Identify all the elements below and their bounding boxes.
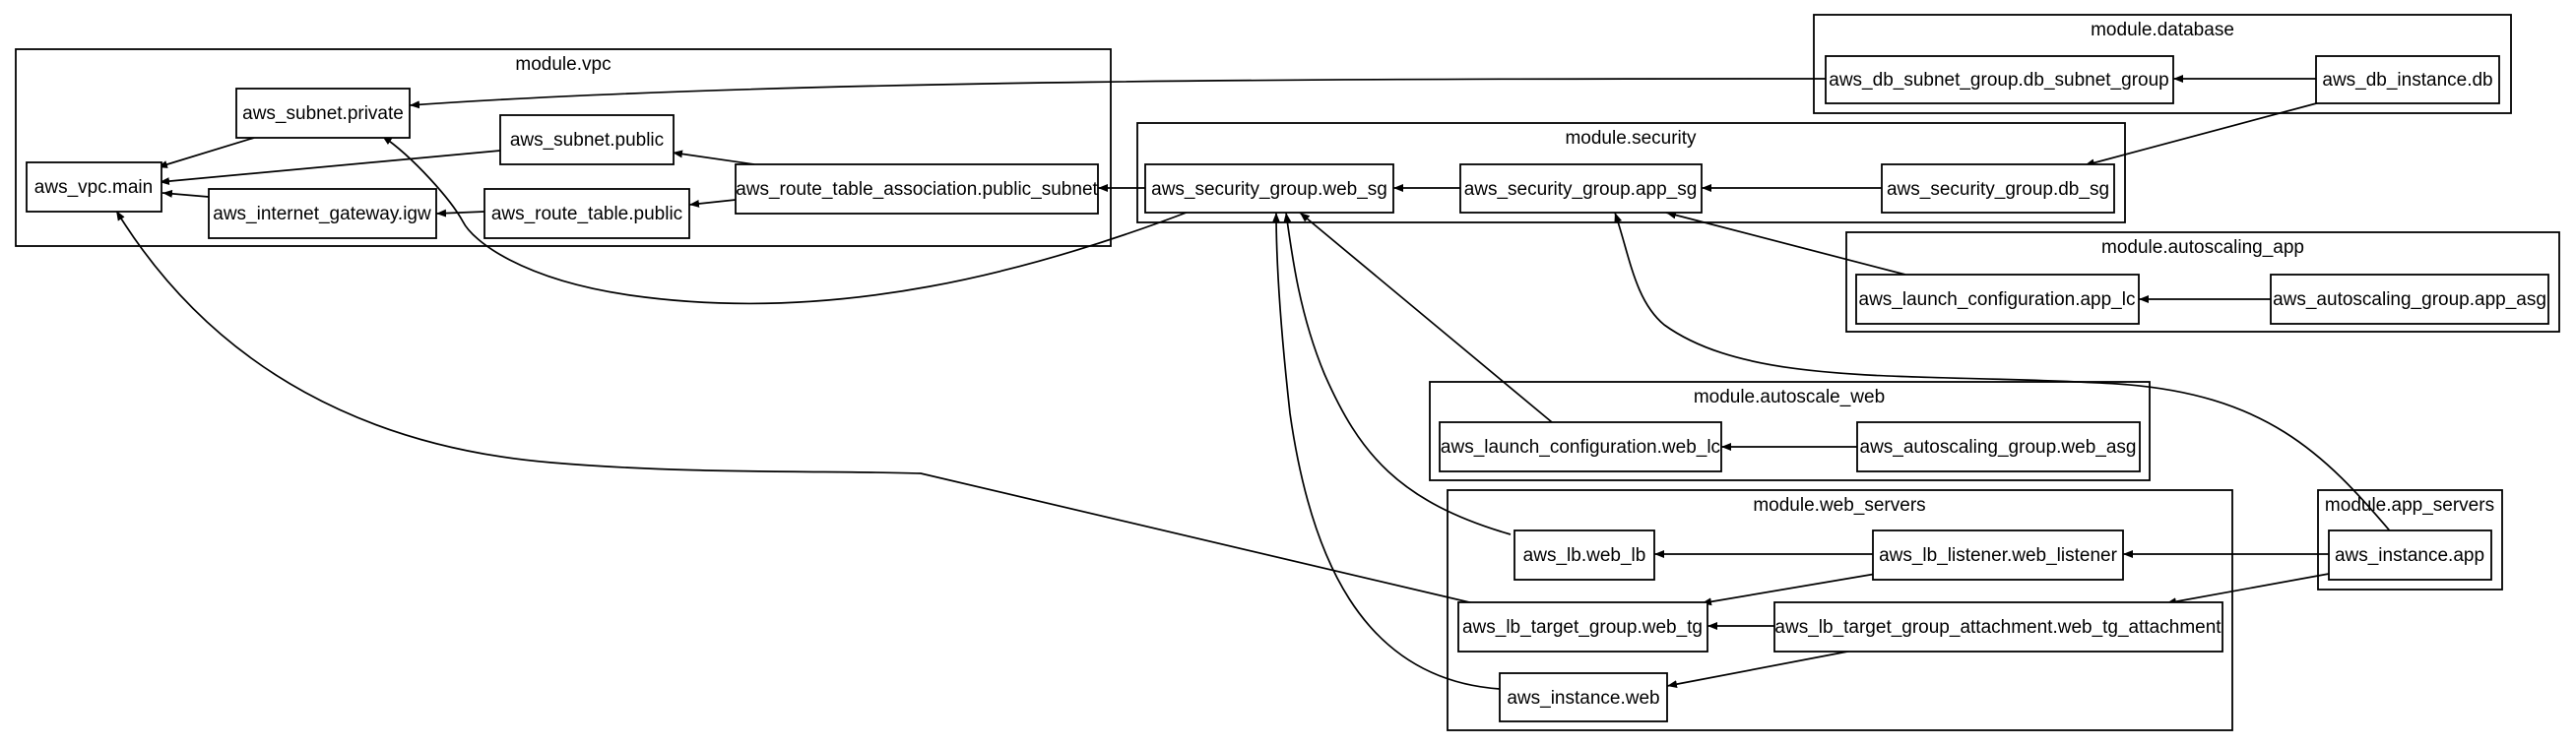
cluster-app-servers: module.app_servers xyxy=(2317,489,2503,591)
edge-db-instance-to-sg-db xyxy=(2084,100,2325,167)
node-label: aws_autoscaling_group.web_asg xyxy=(1860,437,2137,458)
node-autoscaling-group-app[interactable]: aws_autoscaling_group.app_asg xyxy=(2270,274,2549,325)
edge-rta-public-to-subnet-public xyxy=(672,150,755,165)
node-label: aws_instance.web xyxy=(1507,688,1659,709)
node-security-group-app[interactable]: aws_security_group.app_sg xyxy=(1459,163,1703,214)
node-label: aws_launch_configuration.web_lc xyxy=(1441,437,1720,458)
edge-lb-listener-to-lb-tg xyxy=(1701,573,1877,606)
node-label: aws_security_group.db_sg xyxy=(1887,179,2109,200)
cluster-database: module.database xyxy=(1813,14,2512,114)
node-internet-gateway[interactable]: aws_internet_gateway.igw xyxy=(208,188,437,239)
cluster-autoscaling-app: module.autoscaling_app xyxy=(1845,231,2560,333)
edge-subnet-public-to-vpc-main xyxy=(159,150,501,186)
edge-rt-public-to-igw xyxy=(435,209,485,218)
edges xyxy=(115,75,2394,690)
cluster-label-autoscale-web: module.autoscale_web xyxy=(1694,387,1885,407)
edge-lc-app-to-sg-app xyxy=(1665,211,1906,276)
node-autoscaling-group-web[interactable]: aws_autoscaling_group.web_asg xyxy=(1856,421,2141,472)
node-lb-target-group-attachment[interactable]: aws_lb_target_group_attachment.web_tg_at… xyxy=(1773,601,2223,653)
node-label: aws_db_subnet_group.db_subnet_group xyxy=(1829,70,2168,91)
node-db-subnet-group[interactable]: aws_db_subnet_group.db_subnet_group xyxy=(1825,55,2174,104)
node-label: aws_db_instance.db xyxy=(2322,70,2492,91)
node-instance-app[interactable]: aws_instance.app xyxy=(2328,529,2492,581)
cluster-autoscale-web: module.autoscale_web xyxy=(1429,381,2151,481)
cluster-vpc: module.vpc xyxy=(15,48,1112,247)
cluster-label-app-servers: module.app_servers xyxy=(2325,495,2494,516)
cluster-web-servers: module.web_servers xyxy=(1447,489,2233,731)
node-label: aws_lb_listener.web_listener xyxy=(1879,545,2118,566)
edge-sg-web-to-subnet-private xyxy=(381,135,1192,305)
node-label: aws_internet_gateway.igw xyxy=(213,204,431,224)
cluster-label-autoscaling-app: module.autoscaling_app xyxy=(2101,237,2304,258)
edge-instance-web-to-sg-web xyxy=(1272,212,1501,690)
node-route-table-association[interactable]: aws_route_table_association.public_subne… xyxy=(735,163,1099,215)
node-label: aws_subnet.private xyxy=(242,103,404,124)
node-label: aws_autoscaling_group.app_asg xyxy=(2273,289,2546,310)
nodes: aws_subnet.private aws_vpc.main aws_subn… xyxy=(26,55,2549,722)
node-label: aws_route_table.public xyxy=(491,204,682,224)
edge-tg-attach-to-instance-web xyxy=(1666,648,1864,689)
node-lb-web[interactable]: aws_lb.web_lb xyxy=(1513,529,1655,581)
node-db-instance[interactable]: aws_db_instance.db xyxy=(2315,55,2500,104)
edge-igw-to-vpc-main xyxy=(161,189,210,198)
node-subnet-private[interactable]: aws_subnet.private xyxy=(235,88,411,139)
edge-lb-tg-to-vpc-main xyxy=(115,210,1483,606)
node-label: aws_route_table_association.public_subne… xyxy=(736,179,1098,200)
node-label: aws_launch_configuration.app_lc xyxy=(1859,289,2136,310)
cluster-security: module.security xyxy=(1136,122,2126,223)
edge-subnet-private-to-vpc-main xyxy=(157,137,255,168)
node-launch-configuration-web[interactable]: aws_launch_configuration.web_lc xyxy=(1439,421,1722,472)
cluster-label-web-servers: module.web_servers xyxy=(1753,495,1925,516)
cluster-label-security: module.security xyxy=(1565,128,1697,149)
node-lb-listener[interactable]: aws_lb_listener.web_listener xyxy=(1872,529,2124,581)
edge-instance-app-to-sg-app xyxy=(1614,212,2394,535)
node-label: aws_lb_target_group_attachment.web_tg_at… xyxy=(1774,617,2222,638)
edge-db-subnet-group-to-subnet-private xyxy=(409,78,1827,109)
node-label: aws_instance.app xyxy=(2335,545,2484,566)
cluster-label-database: module.database xyxy=(2091,20,2234,40)
node-lb-target-group[interactable]: aws_lb_target_group.web_tg xyxy=(1457,601,1708,653)
node-route-table-public[interactable]: aws_route_table.public xyxy=(483,188,690,239)
cluster-label-vpc: module.vpc xyxy=(515,54,611,75)
edge-rta-public-to-rt-public xyxy=(688,199,737,208)
node-label: aws_lb.web_lb xyxy=(1523,545,1646,566)
node-security-group-db[interactable]: aws_security_group.db_sg xyxy=(1881,163,2115,214)
node-label: aws_lb_target_group.web_tg xyxy=(1462,617,1703,638)
edge-lc-web-to-sg-web xyxy=(1299,212,1553,423)
node-vpc-main[interactable]: aws_vpc.main xyxy=(26,161,162,213)
edge-instance-app-to-tg-attach xyxy=(2165,573,2330,606)
node-label: aws_security_group.app_sg xyxy=(1464,179,1698,200)
node-security-group-web[interactable]: aws_security_group.web_sg xyxy=(1144,163,1394,214)
node-instance-web[interactable]: aws_instance.web xyxy=(1499,672,1668,722)
node-label: aws_vpc.main xyxy=(34,177,153,198)
node-label: aws_subnet.public xyxy=(510,130,664,151)
node-label: aws_security_group.web_sg xyxy=(1151,179,1387,200)
node-launch-configuration-app[interactable]: aws_launch_configuration.app_lc xyxy=(1855,274,2140,325)
node-subnet-public[interactable]: aws_subnet.public xyxy=(499,114,675,165)
edge-lb-web-to-sg-web xyxy=(1283,212,1512,535)
